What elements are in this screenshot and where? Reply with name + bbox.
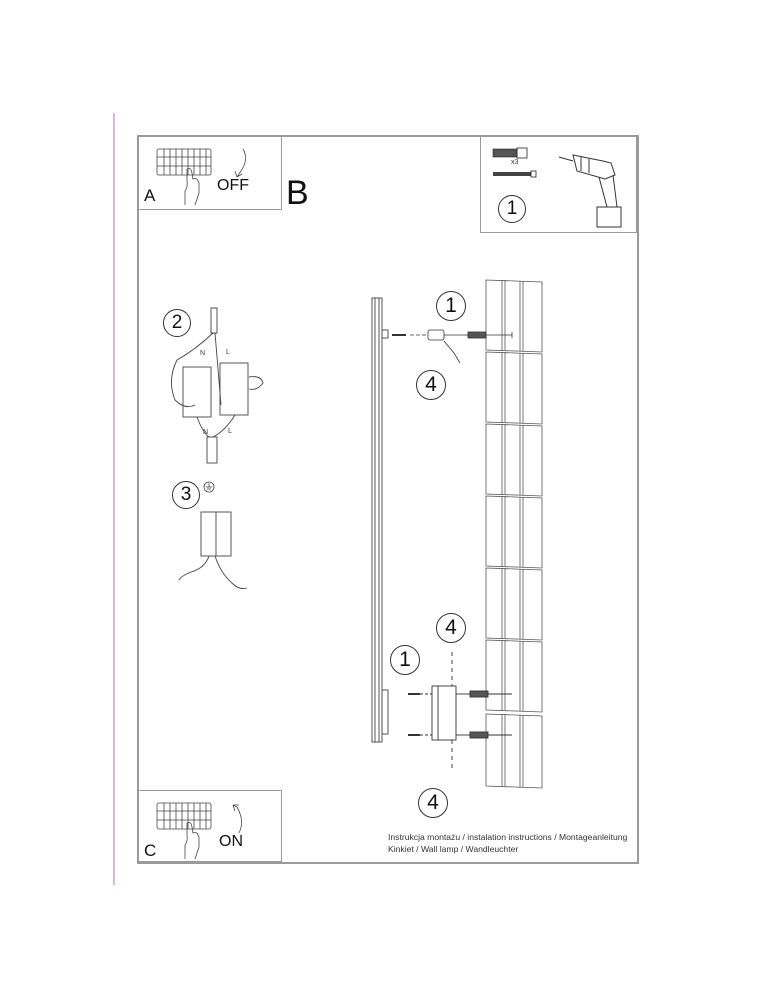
live-top-label: L	[226, 349, 230, 356]
wall-tiles	[485, 279, 543, 789]
required-tools-box: x3 1	[480, 135, 638, 233]
callout-3-ground: 3	[172, 481, 200, 509]
switch-on-label: ON	[219, 833, 243, 850]
page-margin-line	[113, 113, 115, 885]
step-c-label: C	[144, 841, 157, 860]
step-a-box: A OFF	[137, 135, 282, 210]
screw-icon	[493, 170, 537, 178]
callout-1-bottom: 1	[390, 645, 420, 675]
step-b-label: B	[286, 174, 309, 212]
top-fixing-assembly	[392, 329, 513, 364]
callout-1-top: 1	[436, 291, 466, 321]
callout-1-tools: 1	[498, 195, 526, 223]
instruction-sheet-frame	[137, 135, 639, 864]
callout-2-wiring: 2	[163, 309, 191, 337]
neutral-bottom-label: N	[203, 429, 209, 436]
ground-symbol-icon	[203, 481, 215, 493]
wiring-connection-diagram	[171, 307, 264, 464]
ground-terminal-diagram	[178, 511, 248, 589]
neutral-top-label: N	[200, 350, 206, 357]
callout-4-bracket-top: 4	[436, 613, 466, 643]
bottom-bracket-assembly	[408, 652, 512, 770]
callout-4-bracket-bottom: 4	[418, 788, 448, 818]
quantity-label: x3	[511, 159, 519, 166]
live-bottom-label: L	[228, 428, 232, 435]
caption-line-2: Kinkiet / Wall lamp / Wandleuchter	[388, 844, 519, 854]
wall-lamp-profile	[371, 297, 389, 743]
power-drill-icon	[558, 154, 622, 228]
caption-line-1: Instrukcja montażu / instalation instruc…	[388, 832, 628, 842]
step-a-label: A	[144, 186, 156, 205]
circuit-breaker-switch-on-icon	[156, 802, 242, 860]
circuit-breaker-switch-off-icon	[156, 148, 246, 206]
switch-off-label: OFF	[217, 177, 249, 194]
wall-plug-icon	[492, 147, 528, 159]
callout-4-top: 4	[416, 370, 446, 400]
step-c-box: C ON	[137, 790, 282, 863]
document-caption: Instrukcja montażu / instalation instruc…	[388, 831, 627, 855]
